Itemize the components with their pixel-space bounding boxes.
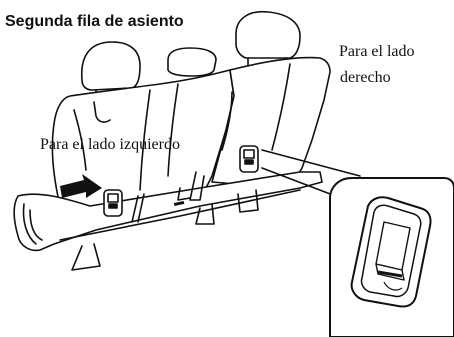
seatback-left bbox=[51, 69, 235, 211]
seat-base bbox=[13, 171, 323, 252]
section-title: Segunda fila de asiento bbox=[5, 13, 184, 30]
right-side-label-line2: derecho bbox=[340, 69, 391, 86]
release-lever-right bbox=[239, 145, 259, 173]
left-side-label: Para el lado izquierdo bbox=[40, 136, 180, 153]
lever-callout bbox=[329, 177, 454, 337]
right-side-label-line1: Para el lado bbox=[339, 43, 415, 60]
headrest-center bbox=[167, 47, 217, 77]
arrow-left-lever bbox=[60, 174, 102, 198]
release-lever-left bbox=[103, 189, 123, 217]
